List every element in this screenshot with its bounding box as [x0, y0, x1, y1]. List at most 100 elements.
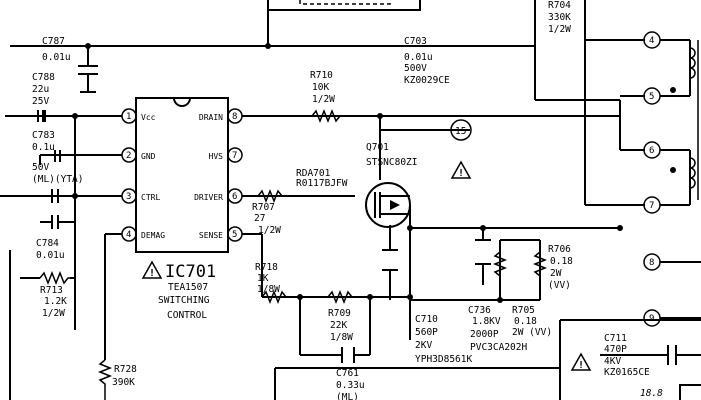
svg-text:330K: 330K	[548, 12, 571, 23]
ic-pin-1-name: Vcc	[141, 113, 156, 122]
svg-text:R710: R710	[310, 70, 333, 81]
svg-text:2W (VV): 2W (VV)	[512, 327, 552, 338]
r718: R718 1K 1/8W	[255, 262, 287, 305]
ic-pin-5-num: 5	[232, 230, 237, 240]
svg-text:1/8W: 1/8W	[257, 284, 280, 295]
top-connector	[267, 0, 421, 46]
svg-text:!: !	[578, 360, 584, 371]
svg-text:R713: R713	[40, 285, 63, 296]
c710: C710 560P 2KV YPH3D8561K	[382, 249, 472, 365]
svg-text:2000P: 2000P	[470, 329, 499, 340]
rda701: RDA701 R0117BJFW	[296, 168, 348, 189]
svg-text:R728: R728	[114, 364, 137, 375]
svg-text:(ML): (ML)	[336, 392, 359, 400]
svg-text:15: 15	[455, 126, 466, 137]
svg-text:YPH3D8561K: YPH3D8561K	[415, 354, 472, 365]
svg-text:KZ0165CE: KZ0165CE	[604, 367, 650, 378]
r710: R710 10K 1/2W	[310, 70, 341, 124]
svg-text:STSNC80ZI: STSNC80ZI	[366, 157, 417, 168]
warning-icon: !	[141, 260, 163, 279]
svg-text:2KV: 2KV	[415, 340, 432, 351]
svg-text:C784: C784	[36, 238, 59, 249]
svg-text:KZ0029CE: KZ0029CE	[404, 75, 450, 86]
warning-icon: !	[450, 160, 472, 179]
svg-text:0.1u: 0.1u	[32, 142, 55, 153]
svg-text:!: !	[458, 168, 464, 179]
svg-text:R707: R707	[252, 202, 275, 213]
r704: R704 330K 1/2W	[548, 0, 571, 35]
r709: R709 22K 1/8W	[327, 289, 353, 343]
c782: 50V (ML)(YTA)	[32, 162, 83, 203]
ic-pin-3-num: 3	[126, 192, 131, 202]
svg-text:C711: C711	[604, 333, 627, 344]
svg-text:1/2W: 1/2W	[312, 94, 335, 105]
svg-text:1/2W: 1/2W	[42, 308, 65, 319]
svg-text:10K: 10K	[312, 82, 329, 93]
misc-label: 18.8	[640, 388, 663, 399]
ic-part: TEA1507	[168, 282, 208, 293]
svg-text:R709: R709	[328, 308, 351, 319]
svg-text:390K: 390K	[112, 377, 135, 388]
ic-pin-3-name: CTRL	[141, 193, 160, 202]
r706: R706 0.18 2W (VV)	[532, 244, 573, 291]
svg-text:!: !	[149, 268, 155, 279]
c761: C761 0.33u (ML)	[336, 347, 365, 400]
svg-text:22u: 22u	[32, 84, 49, 95]
svg-text:2W: 2W	[550, 268, 562, 279]
ic-desc2: CONTROL	[167, 310, 207, 321]
svg-text:C788: C788	[32, 72, 55, 83]
svg-text:7: 7	[649, 201, 654, 211]
c736: C736 1.8KV 2000P PVC3CA202H	[468, 239, 527, 353]
ic-desc1: SWITCHING	[158, 295, 210, 306]
svg-text:0.01u: 0.01u	[36, 250, 65, 261]
svg-text:22K: 22K	[330, 320, 347, 331]
svg-text:25V: 25V	[32, 96, 49, 107]
svg-text:(ML)(YTA): (ML)(YTA)	[32, 174, 83, 185]
r705: R705 0.18 2W (VV)	[492, 251, 552, 338]
svg-text:1/2W: 1/2W	[548, 24, 571, 35]
svg-text:C736: C736	[468, 305, 491, 316]
svg-text:PVC3CA202H: PVC3CA202H	[470, 342, 527, 353]
ic-pin-4-num: 4	[126, 230, 131, 240]
svg-text:0.18: 0.18	[514, 316, 537, 327]
svg-text:C761: C761	[336, 368, 359, 379]
svg-text:1K: 1K	[257, 273, 269, 284]
svg-text:4KV: 4KV	[604, 356, 621, 367]
c703: C703 0.01u 500V KZ0029CE	[404, 36, 450, 86]
svg-text:1.2K: 1.2K	[44, 296, 67, 307]
svg-text:500V: 500V	[404, 63, 427, 74]
junction-dots	[72, 43, 676, 303]
svg-text:1/2W: 1/2W	[258, 225, 281, 236]
c783: C783 0.1u	[32, 130, 61, 162]
svg-text:0.18: 0.18	[550, 256, 573, 267]
svg-text:4: 4	[649, 36, 654, 46]
ic-pin-2-name: GND	[141, 152, 156, 161]
svg-text:R718: R718	[255, 262, 278, 273]
ic-pin-6-num: 6	[232, 192, 237, 202]
svg-text:0.01u: 0.01u	[404, 52, 433, 63]
svg-text:27: 27	[254, 213, 265, 224]
ic701: 1 2 3 4 8 7 6 5 Vcc GND CTRL DEMAG DRAIN…	[121, 97, 243, 321]
node-15: 15	[450, 119, 472, 141]
svg-text:5: 5	[649, 92, 654, 102]
ic-pin-7-name: HVS	[209, 152, 224, 161]
r713: R713 1.2K 1/2W	[39, 270, 70, 319]
svg-text:1/8W: 1/8W	[330, 332, 353, 343]
svg-text:R704: R704	[548, 0, 571, 11]
svg-text:C710: C710	[415, 314, 438, 325]
svg-text:R0117BJFW: R0117BJFW	[296, 178, 348, 189]
c711: ! C711 470P 4KV KZ0165CE	[570, 333, 650, 378]
svg-text:C787: C787	[42, 36, 65, 47]
ic-pin-7-num: 7	[232, 151, 237, 161]
c787: C787 0.01u	[42, 36, 98, 75]
svg-text:(VV): (VV)	[548, 280, 571, 291]
svg-text:8: 8	[649, 258, 654, 268]
ic-pin-6-name: DRIVER	[194, 193, 223, 202]
ic-pin-8-name: DRAIN	[199, 113, 223, 122]
svg-text:0.33u: 0.33u	[336, 380, 365, 391]
svg-text:560P: 560P	[415, 327, 438, 338]
c784: C784 0.01u	[36, 215, 75, 261]
ic-pin-1-num: 1	[126, 112, 131, 122]
